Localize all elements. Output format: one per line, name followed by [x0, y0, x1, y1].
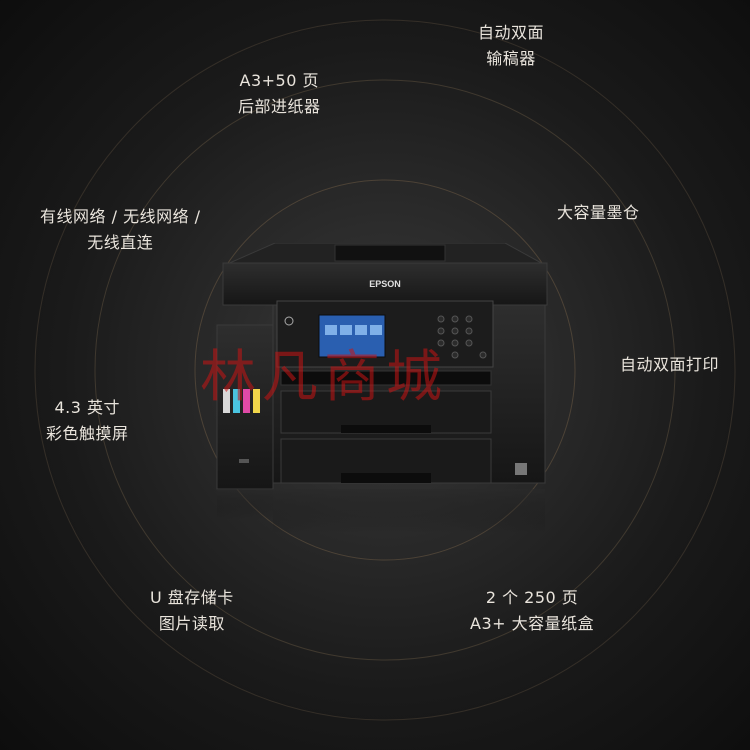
feature-line: 无线直连: [87, 233, 154, 252]
feature-line: 自动双面: [478, 23, 545, 42]
feature-line: 有线网络 / 无线网络 /: [40, 207, 201, 226]
feature-line: 后部进纸器: [238, 97, 321, 116]
feature-line: 4.3 英寸: [54, 398, 121, 417]
feature-rear-feeder: A3+50 页 后部进纸器: [238, 68, 321, 120]
feature-line: 图片读取: [158, 614, 225, 633]
feature-line: A3+50 页: [239, 71, 319, 90]
feature-line: 2 个 250 页: [485, 588, 579, 607]
feature-touchscreen: 4.3 英寸 彩色触摸屏: [46, 395, 129, 447]
feature-paper-trays: 2 个 250 页 A3+ 大容量纸盒: [470, 585, 594, 637]
feature-line: 输稿器: [486, 49, 536, 68]
lcd-screen: [318, 314, 386, 358]
watermark-text: 林凡商城: [200, 345, 448, 410]
feature-line: 自动双面打印: [620, 355, 720, 374]
feature-line: 彩色触摸屏: [46, 424, 129, 443]
feature-line: U 盘存储卡: [150, 588, 234, 607]
feature-auto-duplex-adf: 自动双面 输稿器: [478, 20, 544, 72]
feature-ink-tank: 大容量墨仓: [557, 200, 640, 226]
printer-illustration: EPSON: [216, 243, 548, 533]
feature-line: A3+ 大容量纸盒: [470, 614, 595, 633]
feature-network: 有线网络 / 无线网络 / 无线直连: [40, 204, 201, 256]
feature-duplex-print: 自动双面打印: [620, 352, 719, 378]
feature-usb-card: U 盘存储卡 图片读取: [150, 585, 234, 637]
feature-line: 大容量墨仓: [557, 203, 640, 222]
brand-logo: EPSON: [369, 279, 401, 289]
